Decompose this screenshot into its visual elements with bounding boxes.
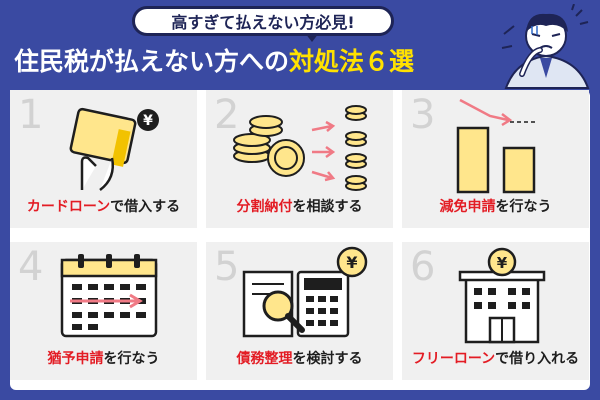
card-card-loan: 1 ¥ カードローンで借入する	[10, 90, 197, 228]
bank-icon: ¥	[458, 247, 546, 344]
yen-sign: ¥	[497, 254, 508, 272]
card-caption: 分割納付を相談する	[206, 196, 393, 216]
card-number: 6	[410, 244, 436, 290]
header-bubble: 高すぎて払えない方必見!	[132, 6, 394, 42]
card-caption: 債務整理を検討する	[206, 348, 393, 368]
card-debt-restructuring: 5 ¥ 債務整理を検討する	[206, 242, 393, 380]
credit-card-icon: ¥	[69, 107, 159, 191]
card-free-loan: 6 ¥ フリーローンで借り入れる	[402, 242, 589, 380]
card-caption: カードローンで借入する	[10, 196, 197, 216]
caption-keyword: フリーローン	[411, 351, 496, 367]
page-title: 住民税が払えない方への対処法６選	[14, 40, 494, 80]
caption-keyword: 債務整理	[236, 351, 293, 367]
title-highlight: 対処法６選	[289, 47, 415, 76]
card-caption: 減免申請を行なう	[402, 196, 589, 216]
caption-keyword: 減免申請	[439, 199, 496, 215]
caption-rest: を相談する	[292, 199, 363, 215]
yen-sign: ¥	[346, 253, 357, 272]
caption-rest: で借入する	[110, 199, 181, 215]
document-calculator-icon: ¥	[242, 246, 368, 338]
caption-keyword: 猶予申請	[47, 351, 104, 367]
card-number: 4	[18, 244, 44, 290]
card-number: 2	[214, 92, 240, 138]
card-number: 5	[214, 244, 240, 290]
caption-rest: で借り入れる	[495, 351, 580, 367]
caption-rest: を行なう	[103, 351, 160, 367]
card-postponement: 4 猶予申請を行なう	[10, 242, 197, 380]
caption-rest: を行なう	[495, 199, 552, 215]
worried-person-illustration	[501, 4, 590, 89]
card-number: 1	[18, 92, 44, 138]
decrease-chart-icon	[456, 98, 536, 194]
card-reduction: 3 減免申請を行なう	[402, 90, 589, 228]
card-caption: フリーローンで借り入れる	[402, 348, 589, 368]
caption-keyword: 分割納付	[236, 199, 293, 215]
card-number: 3	[410, 92, 436, 138]
content-panel: 1 ¥ カードローンで借入する 2	[10, 90, 590, 390]
caption-rest: を検討する	[292, 351, 363, 367]
calendar-icon	[60, 254, 158, 338]
yen-sign: ¥	[143, 113, 153, 129]
card-caption: 猶予申請を行なう	[10, 348, 197, 368]
title-prefix: 住民税が払えない方への	[14, 47, 290, 76]
card-installment: 2 分割納付を相談する	[206, 90, 393, 228]
coins-split-icon	[233, 105, 367, 191]
caption-keyword: カードローン	[26, 199, 111, 215]
